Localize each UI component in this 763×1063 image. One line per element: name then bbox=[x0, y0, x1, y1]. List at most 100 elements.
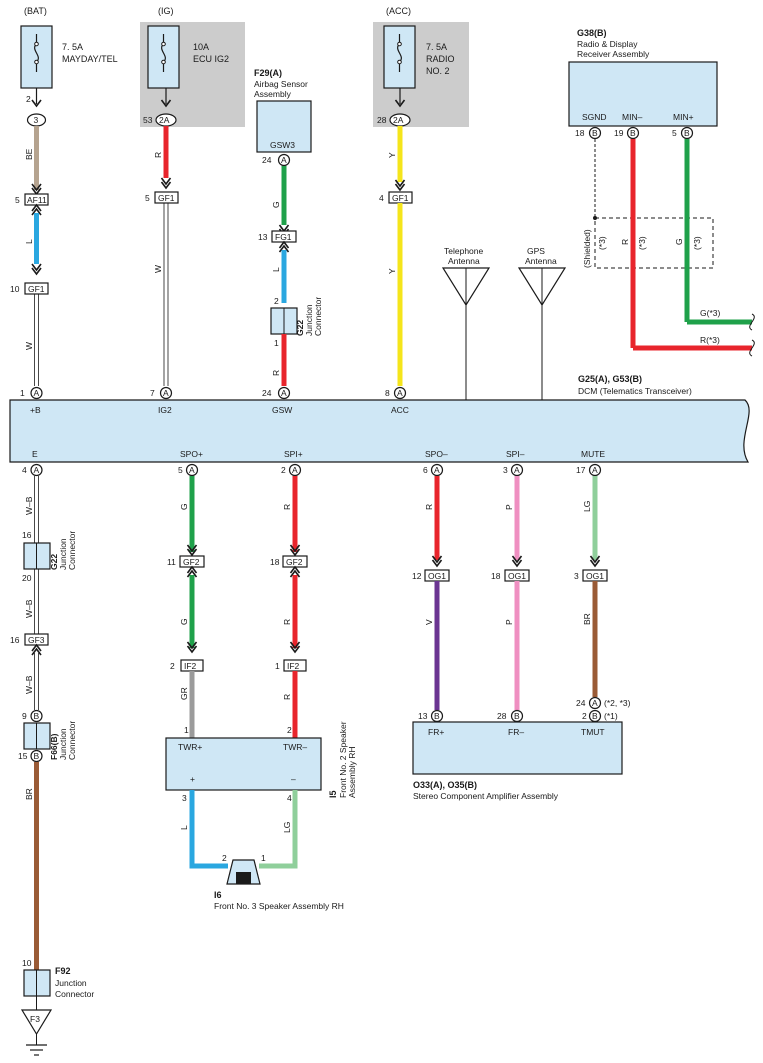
svg-text:W–B: W–B bbox=[24, 675, 34, 694]
svg-text:2A: 2A bbox=[159, 115, 170, 125]
svg-text:(*1): (*1) bbox=[604, 711, 618, 721]
svg-text:Antenna: Antenna bbox=[448, 256, 480, 266]
svg-text:SGND: SGND bbox=[582, 112, 607, 122]
svg-text:2: 2 bbox=[582, 711, 587, 721]
fuse-radio-rating: 7. 5A bbox=[426, 42, 447, 52]
svg-text:B: B bbox=[514, 711, 520, 721]
radio-id: G38(B) bbox=[577, 28, 607, 38]
svg-text:9: 9 bbox=[22, 711, 27, 721]
svg-text:OG1: OG1 bbox=[586, 571, 604, 581]
svg-text:19: 19 bbox=[614, 128, 624, 138]
svg-text:ACC: ACC bbox=[391, 405, 409, 415]
fuse-mayday-name: MAYDAY/TEL bbox=[62, 54, 118, 64]
fuse-radio-name1: RADIO bbox=[426, 54, 455, 64]
svg-text:2: 2 bbox=[170, 661, 175, 671]
amp-id: O33(A), O35(B) bbox=[413, 780, 477, 790]
wire-color-label: BE bbox=[24, 148, 34, 160]
svg-text:F3: F3 bbox=[30, 1014, 40, 1024]
svg-text:12: 12 bbox=[412, 571, 422, 581]
svg-text:Y: Y bbox=[387, 152, 397, 158]
svg-text:Junction: Junction bbox=[58, 728, 68, 760]
svg-text:A: A bbox=[292, 465, 298, 475]
svg-text:18: 18 bbox=[270, 557, 280, 567]
svg-text:FR–: FR– bbox=[508, 727, 524, 737]
svg-text:53: 53 bbox=[143, 115, 153, 125]
svg-text:3: 3 bbox=[34, 115, 39, 125]
svg-text:Connector: Connector bbox=[313, 297, 323, 336]
svg-text:Junction: Junction bbox=[55, 978, 87, 988]
svg-text:Y: Y bbox=[387, 268, 397, 274]
svg-text:15: 15 bbox=[18, 751, 28, 761]
svg-text:24: 24 bbox=[576, 698, 586, 708]
shield-box bbox=[594, 217, 714, 269]
svg-text:LG: LG bbox=[582, 501, 592, 512]
svg-text:FR+: FR+ bbox=[428, 727, 444, 737]
svg-text:B: B bbox=[630, 128, 636, 138]
svg-text:18: 18 bbox=[491, 571, 501, 581]
svg-text:OG1: OG1 bbox=[428, 571, 446, 581]
svg-text:(*3): (*3) bbox=[597, 236, 607, 250]
svg-text:2: 2 bbox=[222, 853, 227, 863]
svg-text:B: B bbox=[434, 711, 440, 721]
svg-text:3: 3 bbox=[574, 571, 579, 581]
svg-text:8: 8 bbox=[385, 388, 390, 398]
svg-text:A: A bbox=[281, 388, 287, 398]
svg-text:W: W bbox=[153, 265, 163, 273]
svg-text:R: R bbox=[620, 239, 630, 245]
svg-text:FG1: FG1 bbox=[275, 232, 292, 242]
fuse-radio-name2: NO. 2 bbox=[426, 66, 450, 76]
svg-text:18: 18 bbox=[575, 128, 585, 138]
svg-text:G(*3): G(*3) bbox=[700, 308, 720, 318]
svg-text:A: A bbox=[592, 698, 598, 708]
svg-text:1: 1 bbox=[184, 725, 189, 735]
svg-text:G: G bbox=[271, 201, 281, 208]
svg-text:A: A bbox=[592, 465, 598, 475]
svg-text:MIN+: MIN+ bbox=[673, 112, 694, 122]
svg-text:I6: I6 bbox=[214, 890, 222, 900]
dcm-box bbox=[9, 399, 750, 463]
svg-text:IF2: IF2 bbox=[287, 661, 300, 671]
svg-text:V: V bbox=[424, 619, 434, 625]
svg-text:R: R bbox=[282, 504, 292, 510]
svg-text:DCM (Telematics Transceiver): DCM (Telematics Transceiver) bbox=[578, 386, 692, 396]
svg-text:L: L bbox=[271, 267, 281, 272]
svg-text:A: A bbox=[281, 155, 287, 165]
fuse-ecu-rating: 10A bbox=[193, 42, 209, 52]
svg-text:OG1: OG1 bbox=[508, 571, 526, 581]
svg-text:GSW: GSW bbox=[272, 405, 292, 415]
svg-text:Telephone: Telephone bbox=[444, 246, 484, 256]
svg-text:Connector: Connector bbox=[67, 531, 77, 570]
svg-text:–: – bbox=[291, 774, 296, 784]
svg-text:B: B bbox=[34, 751, 40, 761]
svg-text:BR: BR bbox=[24, 788, 34, 800]
svg-text:IG2: IG2 bbox=[158, 405, 172, 415]
svg-text:3: 3 bbox=[503, 465, 508, 475]
svg-text:AF11: AF11 bbox=[27, 195, 47, 205]
svg-text:Junction: Junction bbox=[304, 304, 314, 336]
svg-text:G: G bbox=[674, 238, 684, 245]
svg-text:G: G bbox=[179, 618, 189, 625]
svg-text:G22: G22 bbox=[49, 554, 59, 570]
svg-text:Junction: Junction bbox=[58, 538, 68, 570]
svg-text:W–B: W–B bbox=[24, 599, 34, 618]
svg-text:R: R bbox=[282, 694, 292, 700]
svg-text:B: B bbox=[684, 128, 690, 138]
svg-text:L: L bbox=[24, 239, 34, 244]
svg-text:A: A bbox=[514, 465, 520, 475]
svg-text:F66(B): F66(B) bbox=[49, 733, 59, 760]
svg-text:R: R bbox=[153, 152, 163, 158]
svg-text:R: R bbox=[271, 370, 281, 376]
svg-text:(*2, *3): (*2, *3) bbox=[604, 698, 631, 708]
svg-text:A: A bbox=[34, 388, 40, 398]
svg-text:Radio & Display: Radio & Display bbox=[577, 39, 638, 49]
svg-text:G: G bbox=[179, 503, 189, 510]
ground-terminal-icon bbox=[20, 1009, 53, 1036]
svg-text:GF3: GF3 bbox=[28, 635, 45, 645]
connector-gf1 bbox=[154, 191, 179, 204]
svg-text:2: 2 bbox=[287, 725, 292, 735]
svg-text:5: 5 bbox=[672, 128, 677, 138]
svg-text:GSW3: GSW3 bbox=[270, 140, 295, 150]
svg-text:10: 10 bbox=[10, 284, 20, 294]
svg-text:(*3): (*3) bbox=[637, 236, 647, 250]
radio-receiver-box bbox=[568, 61, 718, 127]
